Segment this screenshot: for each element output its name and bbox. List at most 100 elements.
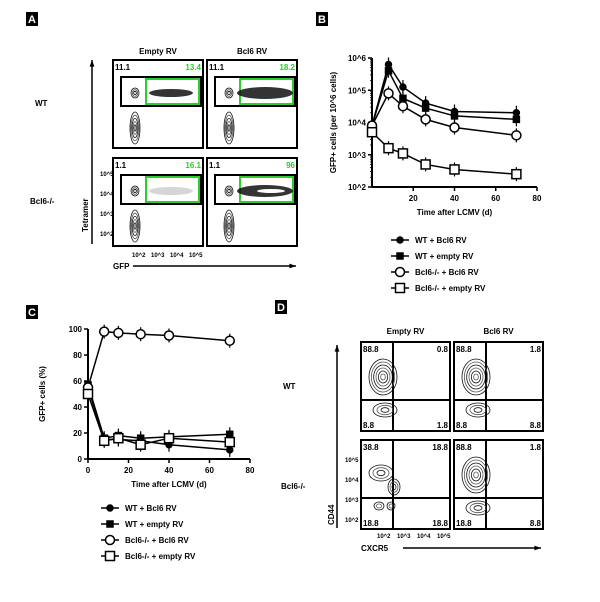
data-point-open-square <box>113 432 124 444</box>
tetramer-gate <box>120 76 202 107</box>
data-point-filled-square <box>450 112 459 120</box>
panel-label: C <box>28 307 36 319</box>
y-tick-label: 60 <box>73 377 82 386</box>
gate-percent: 16.1 <box>185 161 201 170</box>
quadrant-percent: 1.8 <box>437 421 449 430</box>
gate-percent: 11.1 <box>209 63 225 72</box>
cell-population <box>376 469 386 477</box>
data-point-open-circle <box>397 100 409 112</box>
cd44-high-population <box>380 373 386 381</box>
gfp-negative-population <box>130 185 140 197</box>
legend-label: WT + Bcl6 RV <box>125 504 177 513</box>
x-tick-label: 20 <box>409 194 418 203</box>
x-tick-label: 60 <box>205 466 214 475</box>
tetramer-negative-population <box>225 215 233 236</box>
y-tick-label: 10^3 <box>100 212 114 218</box>
x-tick-label: 10^4 <box>417 534 431 540</box>
quadrant-percent: 38.8 <box>363 443 379 452</box>
column-header: Bcl6 RV <box>237 47 268 56</box>
x-tick-label: 10^4 <box>170 253 184 259</box>
cd44-high-population <box>473 373 479 381</box>
cell-population <box>372 467 390 479</box>
gfp-negative-population <box>227 188 231 194</box>
y-tick-label: 10^5 <box>345 458 359 464</box>
x-axis-label: CXCR5 <box>361 544 389 553</box>
contour-center <box>257 189 285 193</box>
y-tick-label: 80 <box>73 351 82 360</box>
y-tick-label: 20 <box>73 429 82 438</box>
x-tick-label: 80 <box>246 466 255 475</box>
cd44-high-population <box>470 468 482 482</box>
cd44-high-population <box>466 462 486 488</box>
data-point-open-square <box>104 550 116 562</box>
gfp-positive-population <box>149 89 193 97</box>
data-point-open-circle <box>420 114 431 125</box>
data-point-filled-circle <box>106 504 114 512</box>
quadrant-percent: 1.8 <box>530 443 542 452</box>
data-point-open-circle <box>511 130 522 141</box>
data-point-open-square <box>163 432 175 444</box>
quadrant-percent: 88.8 <box>363 345 379 354</box>
cd44-high-population <box>461 358 491 396</box>
gate-percent: 1.1 <box>209 161 221 170</box>
flow-plot <box>453 439 544 530</box>
data-point-open-square <box>135 439 146 450</box>
y-tick-label: 10^6 <box>348 54 367 63</box>
flow-plot <box>453 341 544 432</box>
cd44-low-population <box>469 404 487 416</box>
panel-label-box <box>26 305 38 319</box>
column-header: Bcl6 RV <box>483 327 514 336</box>
series-line <box>87 393 230 446</box>
tetramer-negative-population <box>129 111 141 145</box>
gfp-positive-population <box>237 87 293 99</box>
tetramer-negative-population <box>223 209 235 243</box>
x-axis-label: Time after LCMV (d) <box>131 480 207 489</box>
data-point-filled-square <box>512 115 521 124</box>
data-point-open-circle <box>394 266 406 278</box>
panel-label: A <box>28 14 36 26</box>
series-line <box>371 68 517 126</box>
x-axis-arrow-head <box>289 263 296 269</box>
tetramer-negative-population <box>225 118 233 139</box>
data-point-filled-circle <box>396 236 404 244</box>
cd44-high-population <box>463 459 489 491</box>
y-axis-label: CD44 <box>327 504 336 525</box>
data-point-open-square <box>420 159 431 170</box>
y-tick-label: 10^2 <box>345 518 359 524</box>
y-axis-label: GFP+ cells (per 10^6 cells) <box>329 71 338 173</box>
gfp-negative-population <box>130 87 140 99</box>
gfp-negative-population <box>227 90 231 96</box>
series-line <box>87 330 230 388</box>
y-axis-label: Tetramer <box>81 198 90 232</box>
x-tick-label: 10^5 <box>189 253 203 259</box>
y-tick-label: 0 <box>78 455 83 464</box>
panel-label: B <box>318 14 326 26</box>
gfp-gate <box>145 176 200 203</box>
y-tick-label: 10^4 <box>348 119 367 128</box>
gate-percent: 18.2 <box>279 63 295 72</box>
panel-label-box <box>316 12 328 26</box>
gate-percent: 11.1 <box>115 63 131 72</box>
cd44-high-population <box>461 456 491 494</box>
y-axis-arrow-head <box>334 345 340 352</box>
cd44-high-population <box>373 364 393 390</box>
flow-plot <box>360 439 451 530</box>
flow-plot <box>360 341 451 432</box>
row-label: WT <box>283 382 296 391</box>
cd44-low-population <box>473 407 483 413</box>
x-tick-label: 40 <box>165 466 174 475</box>
data-point-open-circle <box>224 335 235 346</box>
data-point-open-circle <box>98 326 110 337</box>
cd44-high-population <box>375 367 391 387</box>
x-tick-label: 80 <box>533 194 542 203</box>
cell-population <box>373 501 385 511</box>
data-point-filled-circle <box>399 83 407 91</box>
data-point-open-circle <box>135 328 146 340</box>
cd44-high-population <box>470 370 482 384</box>
quadrant-percent: 1.8 <box>530 345 542 354</box>
y-tick-label: 10^2 <box>348 183 367 192</box>
x-tick-label: 0 <box>86 466 91 475</box>
quadrant-percent: 88.8 <box>456 345 472 354</box>
tetramer-negative-population <box>227 222 231 230</box>
